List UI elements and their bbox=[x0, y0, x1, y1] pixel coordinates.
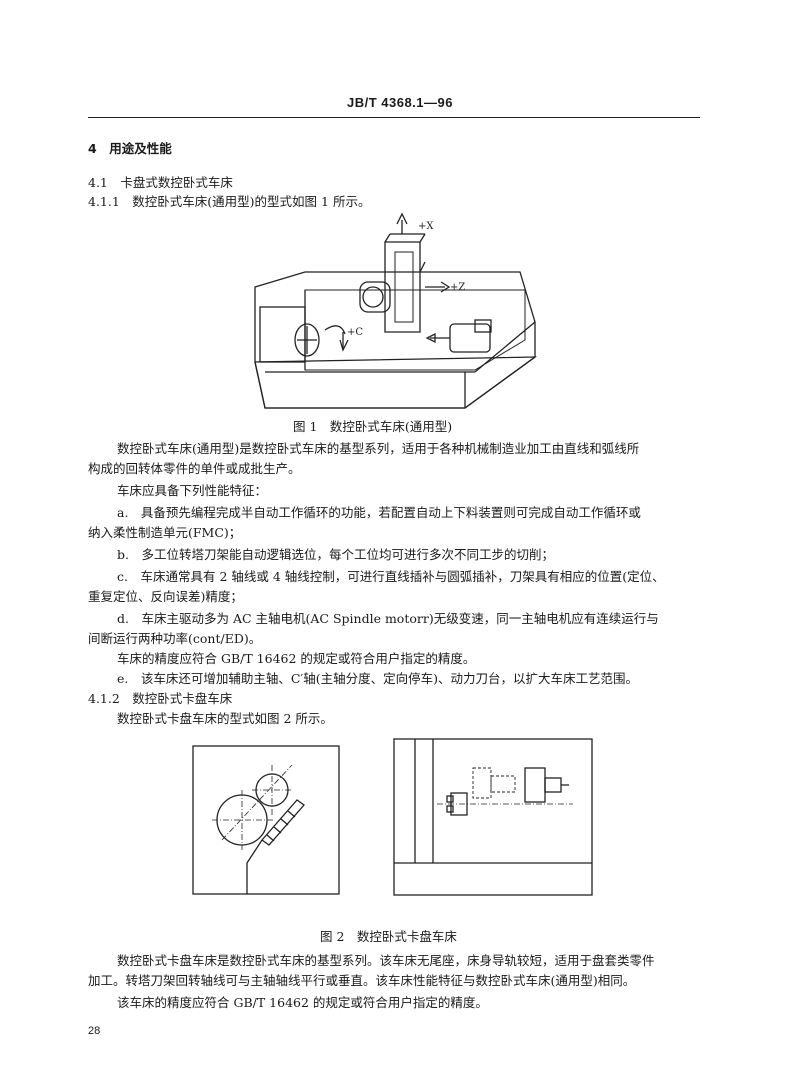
body2-paragraph-1-line-1: 数控卧式卡盘车床是数控卧式车床的基型系列。该车床无尾座，床身导轨较短，适用于盘套… bbox=[117, 953, 655, 968]
figure-2-caption: 图 2 数控卧式卡盘车床 bbox=[320, 929, 457, 944]
body1-paragraph-1-line-2: 构成的回转体零件的单件或成批生产。 bbox=[88, 461, 301, 476]
item-c-line-2: 重复定位、反向误差)精度； bbox=[88, 589, 243, 604]
body1-paragraph-3: 车床的精度应符合 GB/T 16462 的规定或符合用户指定的精度。 bbox=[117, 651, 476, 666]
axis-label-x: +X bbox=[418, 221, 434, 232]
standard-code: JB/T 4368.1—96 bbox=[346, 95, 453, 110]
item-d-line-2: 间断运行两种功率(cont/ED)。 bbox=[88, 631, 262, 646]
axis-label-z: +Z bbox=[450, 282, 465, 293]
item-a-line-1: a. 具备预先编程完成半自动工作循环的功能，若配置自动上下料装置则可完成自动工作… bbox=[117, 505, 641, 520]
section-4-heading: 4 用途及性能 bbox=[88, 141, 172, 156]
body1-paragraph-1-line-1: 数控卧式车床(通用型)是数控卧式车床的基型系列，适用于各种机械制造业加工由直线和… bbox=[117, 441, 640, 456]
item-c-line-1: c. 车床通常具有 2 轴线或 4 轴线控制，可进行直线插补与圆弧插补，刀架具有… bbox=[117, 569, 665, 584]
figure-2-top-view bbox=[393, 738, 593, 896]
section-4-1-1-text: 4.1.1 数控卧式车床(通用型)的型式如图 1 所示。 bbox=[88, 194, 371, 209]
header-rule bbox=[88, 117, 700, 118]
section-4-1-2-heading: 4.1.2 数控卧式卡盘车床 bbox=[88, 691, 233, 706]
section-4-1-2-intro: 数控卧式卡盘车床的型式如图 2 所示。 bbox=[117, 711, 333, 726]
body1-paragraph-2: 车床应具备下列性能特征： bbox=[117, 483, 268, 498]
figure-1-lathe-drawing: +X +Z +C bbox=[254, 212, 538, 409]
body2-paragraph-2: 该车床的精度应符合 GB/T 16462 的规定或符合用户指定的精度。 bbox=[117, 995, 488, 1010]
item-a-line-2: 纳入柔性制造单元(FMC)； bbox=[88, 525, 242, 540]
figure-1-caption: 图 1 数控卧式车床(通用型) bbox=[293, 419, 453, 434]
figure-2-front-view bbox=[192, 745, 340, 895]
item-b: b. 多工位转塔刀架能自动逻辑选位，每个工位均可进行多次不同工步的切削； bbox=[117, 547, 554, 562]
section-4-1-heading: 4.1 卡盘式数控卧式车床 bbox=[88, 175, 233, 190]
axis-label-c: +C bbox=[347, 327, 363, 338]
body2-paragraph-1-line-2: 加工。转塔刀架回转轴线可与主轴轴线平行或垂直。该车床性能特征与数控卧式车床(通用… bbox=[88, 973, 636, 988]
item-d-line-1: d. 车床主驱动多为 AC 主轴电机(AC Spindle motorr)无级变… bbox=[117, 611, 659, 626]
item-e: e. 该车床还可增加辅助主轴、C′轴(主轴分度、定向停车)、动力刀台，以扩大车床… bbox=[117, 671, 639, 686]
page-number: 28 bbox=[88, 1025, 101, 1037]
